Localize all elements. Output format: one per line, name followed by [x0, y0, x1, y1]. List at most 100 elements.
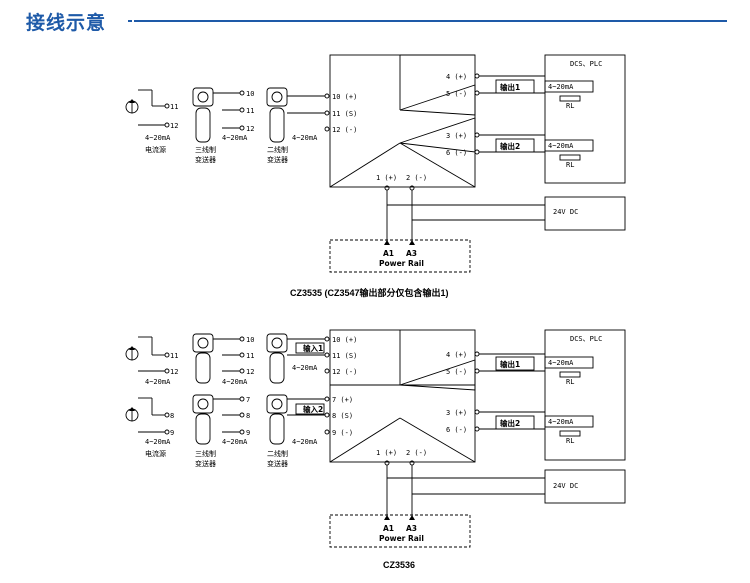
tw2-current-label: 4~20mA	[292, 364, 318, 372]
rail-a3-label: A3	[406, 524, 417, 533]
output-2-label-box-2	[495, 415, 535, 430]
tw2-current-label: 4~20mA	[292, 438, 318, 446]
terminal-label: 4 (+)	[446, 351, 467, 359]
input-terminals-2b: 7 (+) 8 (S) 9 (-)	[324, 396, 353, 437]
terminal-2-label: 2 (-)	[406, 174, 427, 182]
transmitter-label: 变送器	[267, 459, 288, 468]
src-terminal-label: 12	[170, 122, 178, 130]
power-rail-label: Power Rail	[379, 259, 424, 268]
title-rule	[134, 20, 727, 22]
terminal-12-label: 12 (-)	[332, 126, 357, 134]
three-wire-label: 三线制	[195, 449, 216, 458]
tw-terminal-label: 12	[246, 125, 254, 133]
current-source-label: 电流源	[145, 145, 166, 154]
load-1	[544, 80, 594, 93]
terminal-1-label: 1 (+)	[376, 449, 397, 457]
current-source-2b: 8 9 4~20mA 电流源	[125, 397, 174, 458]
three-wire-transmitter-2b: 7 8 9 4~20mA 三线制 变送器	[192, 394, 250, 468]
rl-label: RL	[566, 102, 574, 110]
resistor-rl-1	[559, 95, 581, 102]
output-1-label-2: 输出1	[500, 359, 520, 369]
output-terminals-2: 4 (+) 5 (-) 3 (+) 6 (-) 1 (+) 2 (-)	[376, 351, 480, 466]
title-rule-dash	[128, 20, 132, 22]
load-4	[544, 415, 594, 428]
src-terminal-label: 8	[170, 412, 174, 420]
load-current-label: 4~20mA	[548, 418, 574, 426]
power-rail-2	[329, 514, 471, 548]
three-wire-transmitter-2a: 10 11 12 4~20mA	[192, 333, 254, 386]
terminal-1-label: 1 (+)	[376, 174, 397, 182]
input-terminals-1: 10 (+) 11 (S) 12 (-)	[324, 93, 357, 134]
terminal-5-label: 5 (-)	[446, 90, 467, 98]
load-2	[544, 139, 594, 152]
resistor-rl-3	[559, 371, 581, 378]
terminal-label: 12 (-)	[332, 368, 357, 376]
diagram-cz3536: 10 (+) 11 (S) 12 (-) 7 (+) 8 (S) 9 (-) 4…	[125, 329, 626, 570]
diagram-cz3535: 10 (+) 11 (S) 12 (-) 4 (+) 5 (-) 3 (+) 6…	[125, 54, 626, 298]
two-wire-label: 二线制	[267, 145, 288, 154]
rl-label: RL	[566, 161, 574, 169]
load-current-label: 4~20mA	[548, 359, 574, 367]
tw-current-label: 4~20mA	[222, 438, 248, 446]
terminal-label: 7 (+)	[332, 396, 353, 404]
load-current-label: 4~20mA	[548, 83, 574, 91]
terminal-10-label: 10 (+)	[332, 93, 357, 101]
terminal-label: 9 (-)	[332, 429, 353, 437]
input-2-box	[295, 403, 325, 415]
src-terminal-label: 9	[170, 429, 174, 437]
output-terminals-1: 4 (+) 5 (-) 3 (+) 6 (-) 1 (+) 2 (-)	[376, 73, 480, 191]
resistor-rl-2	[559, 154, 581, 161]
load-3	[544, 356, 594, 369]
two-wire-transmitter-1: 4~20mA 二线制 变送器	[266, 87, 325, 164]
current-source-2a: 11 12 4~20mA	[125, 336, 178, 386]
power-rail-label: Power Rail	[379, 534, 424, 543]
two-wire-transmitter-2b: 输入2 4~20mA 二线制 变送器	[266, 394, 325, 468]
rail-a3-label: A3	[406, 249, 417, 258]
tw-terminal-label: 10	[246, 90, 254, 98]
src-current-label: 4~20mA	[145, 438, 171, 446]
output-2-label-box	[495, 138, 535, 153]
rl-label: RL	[566, 378, 574, 386]
src-current-label: 4~20mA	[145, 378, 171, 386]
three-wire-label: 三线制	[195, 145, 216, 154]
transmitter-label: 变送器	[267, 155, 288, 164]
tw-terminal-label: 8	[246, 412, 250, 420]
terminal-6-label: 6 (-)	[446, 149, 467, 157]
tw-terminal-label: 11	[246, 352, 254, 360]
output-1-label: 输出1	[500, 82, 520, 92]
section-header: 接线示意	[0, 0, 750, 44]
output-2-label: 输出2	[500, 141, 520, 151]
terminal-3-label: 3 (+)	[446, 132, 467, 140]
power-24vdc-2	[544, 469, 626, 504]
input-1-label: 输入1	[303, 343, 323, 353]
current-source-label: 电流源	[145, 449, 166, 458]
tw-terminal-label: 12	[246, 368, 254, 376]
src-terminal-label: 12	[170, 368, 178, 376]
terminal-label: 5 (-)	[446, 368, 467, 376]
terminal-label: 3 (+)	[446, 409, 467, 417]
isolator-module-2	[329, 329, 476, 463]
dcs-plc-box-2	[544, 329, 626, 461]
terminal-11-label: 11 (S)	[332, 110, 357, 118]
terminal-label: 6 (-)	[446, 426, 467, 434]
dc24-label: 24V DC	[553, 482, 578, 490]
tw2-current-label: 4~20mA	[292, 134, 318, 142]
input-terminals-2a: 10 (+) 11 (S) 12 (-)	[324, 336, 357, 376]
tw-terminal-label: 9	[246, 429, 250, 437]
power-rail-1	[329, 239, 471, 273]
dcs-plc-label: DCS、PLC	[570, 60, 602, 68]
caption-cz3536: CZ3536	[383, 560, 415, 570]
terminal-2-label: 2 (-)	[406, 449, 427, 457]
dc24-label: 24V DC	[553, 208, 578, 216]
terminal-label: 8 (S)	[332, 412, 353, 420]
current-source-1: 11 12 4~20mA 电流源	[125, 89, 178, 154]
input-1-box	[295, 342, 325, 354]
dcs-plc-box-1	[544, 54, 626, 184]
output-1-label-box	[495, 79, 535, 94]
load-current-label: 4~20mA	[548, 142, 574, 150]
terminal-label: 10 (+)	[332, 336, 357, 344]
two-wire-transmitter-2a: 输入1 4~20mA	[266, 333, 325, 384]
two-wire-label: 二线制	[267, 449, 288, 458]
transmitter-label: 变送器	[195, 155, 216, 164]
